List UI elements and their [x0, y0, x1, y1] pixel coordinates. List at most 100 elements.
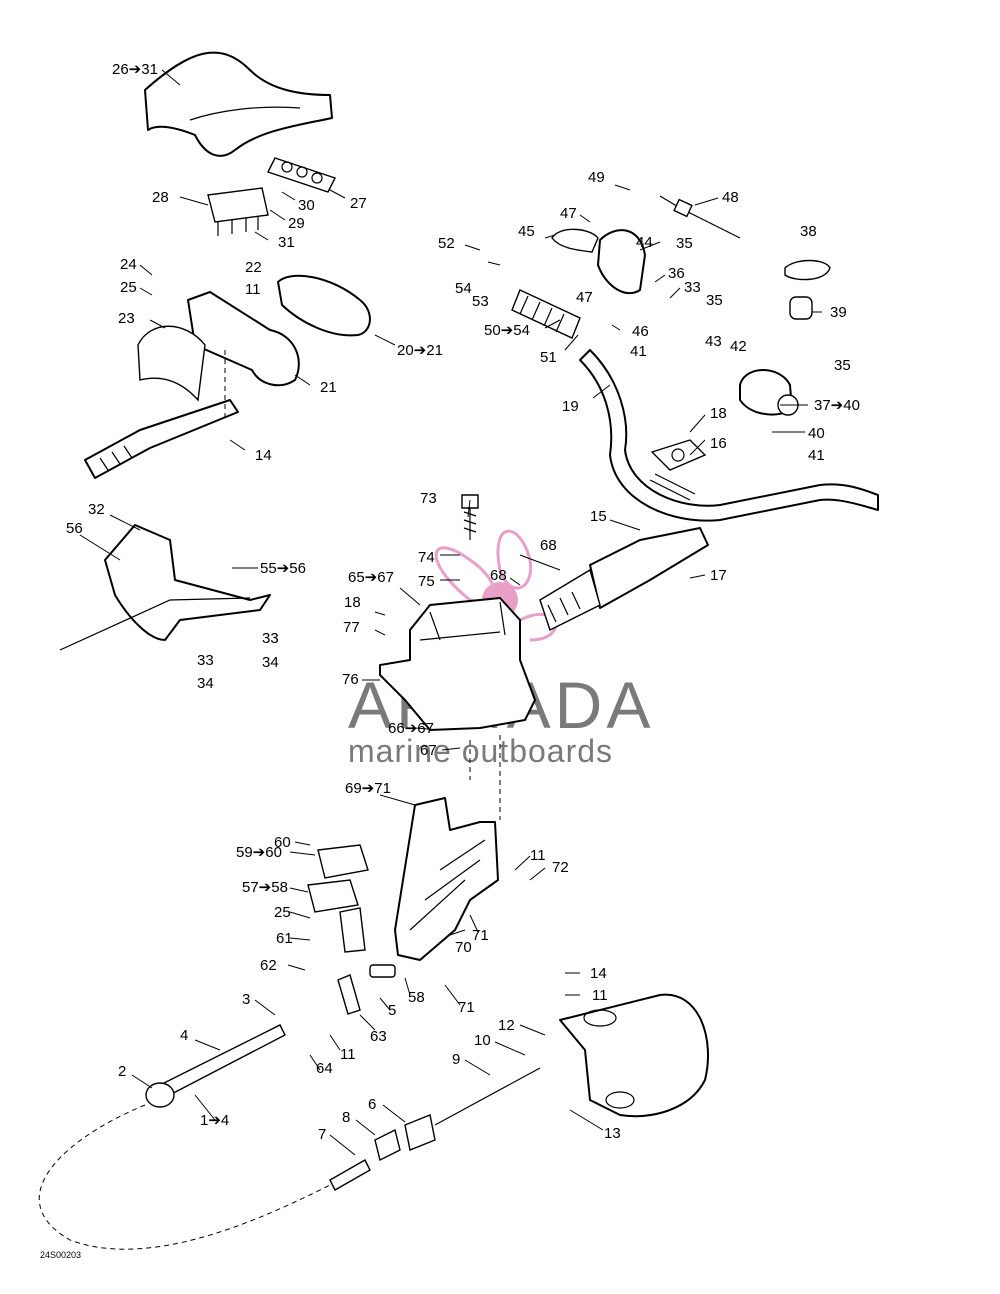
- right-grip-part: [511, 289, 581, 339]
- callout-label: 39: [830, 304, 847, 321]
- callout-label: 71: [472, 927, 489, 944]
- callout-label: 76: [342, 671, 359, 688]
- callout-label: 35: [676, 235, 693, 252]
- callout-label: 69➔71: [345, 780, 391, 797]
- figure-code: 24S00203: [40, 1250, 81, 1260]
- callout-label: 31: [278, 234, 295, 251]
- callout-label: 16: [710, 435, 727, 452]
- emblem-plate-part: [267, 157, 336, 193]
- callout-label: 63: [370, 1028, 387, 1045]
- left-support-bracket-part: [59, 524, 271, 651]
- callout-label: 27: [350, 195, 367, 212]
- callout-label: 65➔67: [348, 569, 394, 586]
- callout-label: 45: [518, 223, 535, 240]
- padding-cover-part: [144, 51, 333, 157]
- callout-label: 55➔56: [260, 560, 306, 577]
- callout-label: 15: [590, 508, 607, 525]
- callout-label: 3: [242, 991, 250, 1008]
- callout-label: 41: [808, 447, 825, 464]
- callout-label: 1➔4: [200, 1112, 229, 1129]
- shroud-part: [137, 325, 206, 402]
- throttle-cable-part: [659, 195, 741, 239]
- left-handlebar-part: [84, 399, 239, 479]
- steering-arm-part: [337, 964, 396, 1015]
- leader-lines: [79, 69, 822, 1156]
- callout-label: 9: [452, 1051, 460, 1068]
- callout-label: 49: [588, 169, 605, 186]
- callout-label: 42: [730, 338, 747, 355]
- callout-label: 36: [668, 265, 685, 282]
- handlebar-tube-part: [579, 349, 879, 522]
- callout-label: 53: [472, 293, 489, 310]
- callout-label: 43: [705, 333, 722, 350]
- callout-label: 68: [540, 537, 557, 554]
- watermark-subtitle: marine outboards: [348, 733, 613, 769]
- support-bracket-part: [207, 187, 269, 236]
- callout-label: 50➔54: [484, 322, 530, 339]
- callout-label: 67: [420, 742, 437, 759]
- cable-clamp-part: [307, 844, 369, 953]
- callout-label: 62: [260, 957, 277, 974]
- callout-label: 77: [343, 619, 360, 636]
- callout-label: 54: [455, 280, 472, 297]
- callout-label: 57➔58: [242, 879, 288, 896]
- jet-nozzle-part: [559, 993, 709, 1118]
- cable-end-part: [329, 1067, 541, 1191]
- steering-stem-part: [539, 527, 709, 631]
- callout-label: 47: [576, 289, 593, 306]
- callout-label: 38: [800, 223, 817, 240]
- callout-label: 18: [710, 405, 727, 422]
- steering-cable-part: [38, 1024, 331, 1250]
- callout-label: 37➔40: [814, 397, 860, 414]
- callout-label: 19: [562, 398, 579, 415]
- throttle-housing-part: [597, 229, 646, 295]
- callout-label: 33: [262, 630, 279, 647]
- callout-label: 11: [245, 281, 261, 298]
- callout-label: 22: [245, 259, 262, 276]
- callout-label: 7: [318, 1126, 326, 1143]
- callout-label: 2: [118, 1063, 126, 1080]
- callout-label: 48: [722, 189, 739, 206]
- callout-label: 25: [120, 279, 137, 296]
- callout-label: 44: [636, 234, 653, 251]
- callout-label: 29: [288, 215, 305, 232]
- callout-label: 33: [684, 279, 701, 296]
- cable-support-plate-part: [394, 797, 499, 961]
- callout-label: 58: [408, 989, 425, 1006]
- callout-label: 23: [118, 310, 135, 327]
- switch-housing-part: [739, 369, 799, 416]
- callout-label: 24: [120, 256, 137, 273]
- callout-label: 25: [274, 904, 291, 921]
- callout-label: 64: [316, 1060, 333, 1077]
- callout-label: 4: [180, 1027, 188, 1044]
- callout-label: 59➔60: [236, 844, 282, 861]
- callout-label: 18: [344, 594, 361, 611]
- callout-label: 14: [590, 965, 607, 982]
- callout-label: 40: [808, 425, 825, 442]
- callout-label: 20➔21: [397, 342, 443, 359]
- callout-label: 33: [197, 652, 214, 669]
- steering-column-housing-part: [379, 597, 536, 731]
- callout-label: 47: [560, 205, 577, 222]
- callout-label: 12: [498, 1017, 515, 1034]
- callout-label: 6: [368, 1096, 376, 1113]
- callout-label: 70: [455, 939, 472, 956]
- callout-label: 14: [255, 447, 272, 464]
- callout-label: 74: [418, 549, 435, 566]
- callout-label: 13: [604, 1125, 621, 1142]
- throttle-lever-part: [551, 228, 599, 253]
- callout-label: 34: [197, 675, 214, 692]
- callout-label: 17: [710, 567, 727, 584]
- callout-label: 61: [276, 930, 293, 947]
- callout-label: 68: [490, 567, 507, 584]
- callout-label: 46: [632, 323, 649, 340]
- callout-label: 26➔31: [112, 61, 158, 78]
- callout-label: 21: [320, 379, 337, 396]
- callout-label: 11: [340, 1046, 356, 1063]
- callout-label: 28: [152, 189, 169, 206]
- callout-label: 72: [552, 859, 569, 876]
- callout-label: 10: [474, 1032, 491, 1049]
- callout-label: 66➔67: [388, 720, 434, 737]
- callout-label: 35: [834, 357, 851, 374]
- callout-label: 41: [630, 343, 647, 360]
